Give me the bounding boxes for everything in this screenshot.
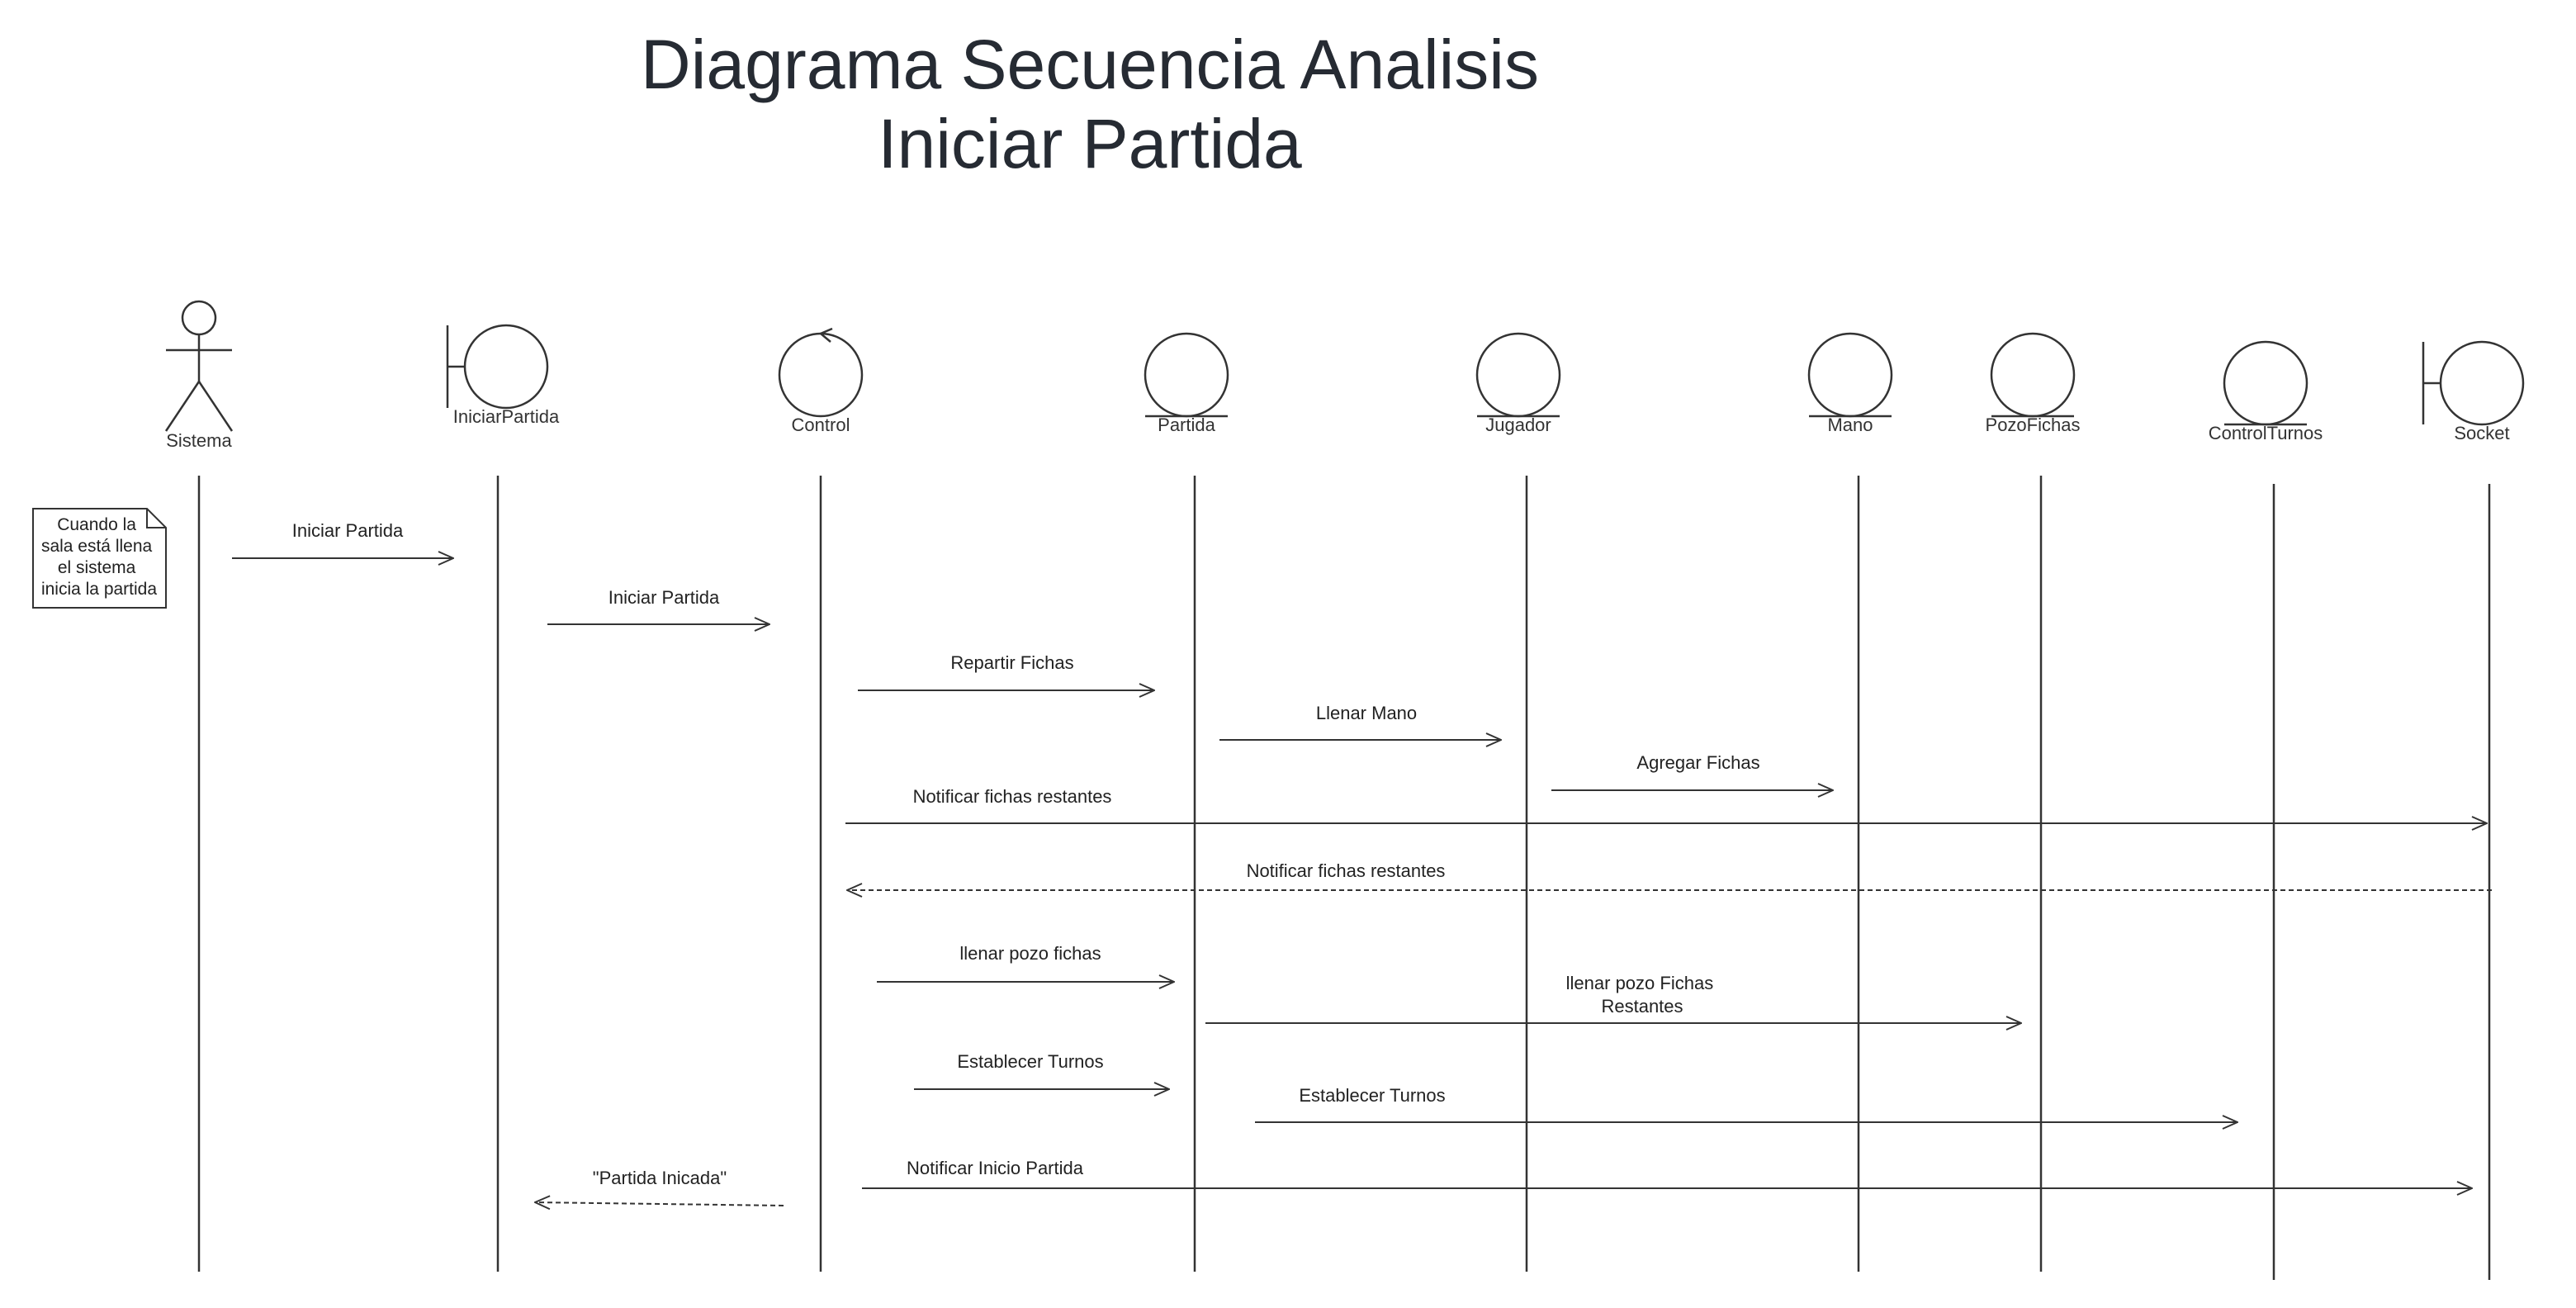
return-arrow xyxy=(535,1202,784,1206)
participant-sistema[interactable]: Sistema xyxy=(164,300,234,451)
participant-label: Jugador xyxy=(1485,415,1551,435)
message-label: Establecer Turnos xyxy=(957,1051,1103,1072)
participant-mano[interactable]: Mano xyxy=(1807,332,1893,435)
message-establecer-turnos-1[interactable]: Establecer Turnos xyxy=(914,1051,1169,1089)
participant-pozofichas[interactable]: PozoFichas xyxy=(1986,332,2081,435)
participant-label: Mano xyxy=(1827,415,1873,435)
message-label: Notificar fichas restantes xyxy=(913,786,1112,807)
diagram-title-line-1: Diagrama Secuencia Analisis xyxy=(641,26,1539,103)
control-icon xyxy=(778,327,864,418)
participant-label: Partida xyxy=(1158,415,1215,435)
message-label: "Partida Inicada" xyxy=(593,1168,727,1188)
message-llenar-pozo-fichas[interactable]: llenar pozo fichas xyxy=(877,943,1174,982)
diagram-title-line-2: Iniciar Partida xyxy=(878,105,1302,182)
return-notificar-fichas-restantes[interactable]: Notificar fichas restantes xyxy=(847,860,2492,890)
message-label: Iniciar Partida xyxy=(292,520,404,541)
message-label: Establecer Turnos xyxy=(1299,1085,1445,1106)
participant-label: ControlTurnos xyxy=(2209,423,2323,443)
message-label: Llenar Mano xyxy=(1316,703,1417,723)
participant-label: Control xyxy=(792,415,850,435)
participant-label: Sistema xyxy=(166,430,232,451)
message-establecer-turnos-2[interactable]: Establecer Turnos xyxy=(1255,1085,2237,1122)
participant-jugador[interactable]: Jugador xyxy=(1475,332,1561,435)
entity-icon xyxy=(1807,332,1893,418)
message-label-line: llenar pozo Fichas xyxy=(1566,973,1714,993)
lifelines xyxy=(197,476,2491,1280)
message-llenar-pozo-fichas-restantes[interactable]: llenar pozo Fichas Restantes xyxy=(1205,973,2021,1023)
note-text: Cuando la sala está llena el sistema ini… xyxy=(41,515,157,599)
participant-socket[interactable]: Socket xyxy=(2422,340,2525,443)
participant-label: IniciarPartida xyxy=(453,406,560,427)
message-llenar-mano[interactable]: Llenar Mano xyxy=(1219,703,1501,740)
actor-icon xyxy=(164,300,234,432)
message-iniciar-partida-1[interactable]: Iniciar Partida xyxy=(232,520,453,558)
note-line: el sistema xyxy=(58,558,136,577)
message-label: Notificar fichas restantes xyxy=(1247,860,1446,881)
note-line: sala está llena xyxy=(41,537,153,556)
entity-icon xyxy=(1990,332,2076,418)
message-notificar-inicio-partida[interactable]: Notificar Inicio Partida xyxy=(862,1158,2472,1188)
message-label: Repartir Fichas xyxy=(950,652,1073,673)
boundary-icon xyxy=(446,324,549,410)
message-label: Iniciar Partida xyxy=(608,587,720,608)
return-partida-inicada[interactable]: "Partida Inicada" xyxy=(535,1168,784,1206)
diagram-title: Diagrama Secuencia Analisis Iniciar Part… xyxy=(512,25,1668,183)
participant-controlturnos[interactable]: ControlTurnos xyxy=(2209,340,2323,443)
entity-icon xyxy=(2223,340,2308,426)
note[interactable]: Cuando la sala está llena el sistema ini… xyxy=(32,508,167,609)
entity-icon xyxy=(1475,332,1561,418)
message-label: Agregar Fichas xyxy=(1636,752,1759,773)
participant-control[interactable]: Control xyxy=(778,327,864,435)
message-notificar-fichas-restantes[interactable]: Notificar fichas restantes xyxy=(845,786,2487,823)
message-iniciar-partida-2[interactable]: Iniciar Partida xyxy=(547,587,769,624)
message-label: llenar pozo fichas xyxy=(959,943,1101,964)
message-label: Notificar Inicio Partida xyxy=(907,1158,1084,1178)
participant-label: PozoFichas xyxy=(1986,415,2081,435)
messages: Iniciar Partida Iniciar Partida Repartir… xyxy=(232,520,2492,1206)
message-agregar-fichas[interactable]: Agregar Fichas xyxy=(1551,752,1833,790)
participant-label: Socket xyxy=(2454,423,2509,443)
message-label-line: Restantes xyxy=(1601,996,1683,1017)
message-repartir-fichas[interactable]: Repartir Fichas xyxy=(858,652,1154,690)
participant-iniciarpartida[interactable]: IniciarPartida xyxy=(446,324,560,427)
participant-partida[interactable]: Partida xyxy=(1144,332,1229,435)
boundary-icon xyxy=(2422,340,2525,426)
entity-icon xyxy=(1144,332,1229,418)
note-line: inicia la partida xyxy=(41,580,157,599)
message-label: llenar pozo Fichas Restantes xyxy=(1566,973,1719,1017)
note-line: Cuando la xyxy=(57,515,136,534)
note-shape xyxy=(32,508,167,609)
